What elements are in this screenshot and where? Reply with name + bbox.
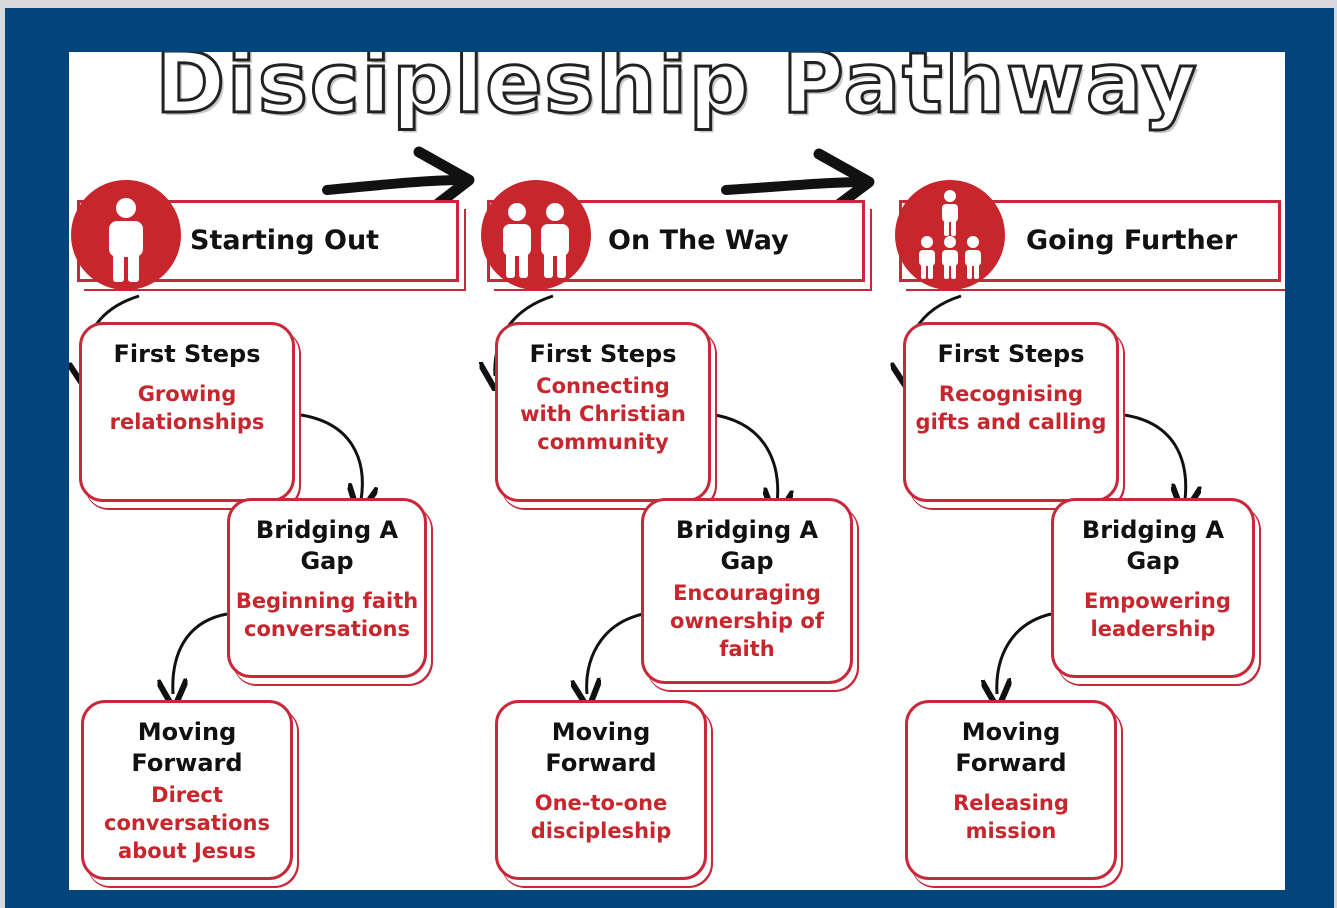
page-title: Discipleship Pathway — [154, 52, 1199, 134]
one-person-icon — [71, 180, 181, 290]
stage-arrow-2 — [721, 177, 869, 195]
leader-with-group-icon — [895, 180, 1005, 290]
step-description: Releasing mission — [953, 791, 1069, 843]
step-description: Growing relationships — [109, 382, 265, 434]
frame: Discipleship Pathway — [5, 8, 1334, 908]
step-name: Moving Forward — [955, 718, 1067, 777]
step-card-bridging-a-gap: Bridging A Gap Beginning faith conversat… — [227, 498, 427, 678]
step-card-first-steps: First Steps Recognising gifts and callin… — [903, 322, 1119, 502]
step-description: Connecting with Christian community — [520, 374, 686, 454]
step-description: One-to-one discipleship — [530, 791, 672, 843]
step-card-moving-forward: Moving Forward Direct conversations abou… — [81, 700, 293, 880]
step-description: Beginning faith conversations — [235, 589, 419, 641]
step-name: Bridging A Gap — [1081, 516, 1225, 575]
two-people-icon — [481, 180, 591, 290]
step-name: First Steps — [529, 340, 677, 368]
step-description: Encouraging ownership of faith — [670, 581, 824, 661]
step-card-first-steps: First Steps Growing relationships — [79, 322, 295, 502]
stage-arrow-1 — [322, 175, 469, 195]
stage-label: Going Further — [1026, 225, 1238, 256]
stage-label: On The Way — [608, 225, 789, 256]
step-name: First Steps — [937, 340, 1085, 368]
step-description: Empowering leadership — [1084, 589, 1231, 641]
step-card-moving-forward: Moving Forward Releasing mission — [905, 700, 1117, 880]
step-description: Direct conversations about Jesus — [104, 783, 270, 863]
step-name: Bridging A Gap — [255, 516, 399, 575]
step-card-moving-forward: Moving Forward One-to-one discipleship — [495, 700, 707, 880]
step-description: Recognising gifts and calling — [915, 382, 1107, 434]
step-name: Moving Forward — [545, 718, 657, 777]
step-name: First Steps — [113, 340, 261, 368]
step-card-bridging-a-gap: Bridging A Gap Empowering leadership — [1051, 498, 1255, 678]
infographic: Discipleship Pathway — [69, 52, 1285, 890]
step-name: Moving Forward — [131, 718, 243, 777]
step-name: Bridging A Gap — [675, 516, 819, 575]
step-card-bridging-a-gap: Bridging A Gap Encouraging ownership of … — [641, 498, 853, 684]
stage-label: Starting Out — [190, 225, 380, 256]
step-card-first-steps: First Steps Connecting with Christian co… — [495, 322, 711, 502]
